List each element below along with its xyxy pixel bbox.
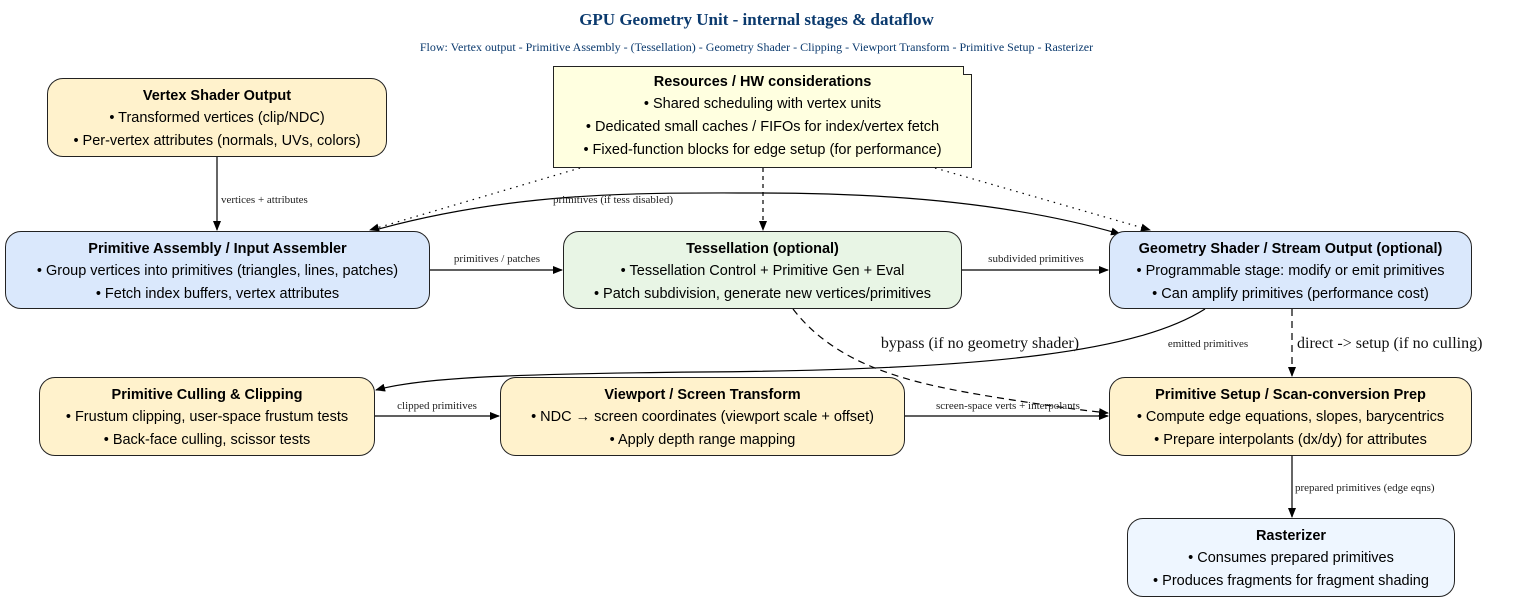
node-tessellation: Tessellation (optional) • Tessellation C… [563, 231, 962, 309]
edge-label-vertex-assembly: vertices + attributes [221, 194, 308, 206]
node-viewport-transform: Viewport / Screen Transform • NDC → scre… [500, 377, 905, 456]
edge-label-geometry-culling: emitted primitives [1168, 338, 1248, 350]
node-line: • Patch subdivision, generate new vertic… [593, 286, 932, 302]
node-title: Tessellation (optional) [686, 241, 839, 257]
edge-note-assembly [369, 167, 581, 232]
diagram-title: GPU Geometry Unit - internal stages & da… [579, 10, 934, 29]
edge-label-assembly-tess: primitives / patches [454, 253, 540, 265]
node-line: • Consumes prepared primitives [1188, 550, 1394, 566]
node-line: • Compute edge equations, slopes, baryce… [1136, 409, 1445, 425]
note-line: • Shared scheduling with vertex units [643, 96, 882, 112]
edge-label-culling-viewport: clipped primitives [397, 400, 477, 412]
node-title: Primitive Setup / Scan-conversion Prep [1155, 387, 1426, 403]
node-culling-clipping: Primitive Culling & Clipping • Frustum c… [39, 377, 375, 456]
note-title: Resources / HW considerations [653, 74, 872, 90]
node-line: • Tessellation Control + Primitive Gen +… [620, 263, 905, 279]
node-line: • Can amplify primitives (performance co… [1152, 286, 1429, 302]
edge-label-tess-geometry: subdivided primitives [988, 253, 1084, 265]
note-line: • Dedicated small caches / FIFOs for ind… [585, 119, 940, 135]
note-line: • Fixed-function blocks for edge setup (… [583, 142, 942, 158]
node-title: Vertex Shader Output [142, 88, 292, 104]
node-title: Primitive Assembly / Input Assembler [88, 241, 347, 257]
node-line: • Prepare interpolants (dx/dy) for attri… [1154, 432, 1427, 448]
node-line: • Frustum clipping, user-space frustum t… [65, 409, 349, 425]
edge-label-tess-setup: bypass (if no geometry shader) [881, 335, 1079, 352]
node-title: Viewport / Screen Transform [604, 387, 801, 403]
edge-note-geometry [934, 167, 1151, 232]
edge-label-viewport-setup: screen-space verts + interpolants [936, 400, 1080, 412]
edge-assembly-geometry [374, 192, 1121, 236]
node-line: • Fetch index buffers, vertex attributes [95, 286, 340, 302]
node-vertex-shader-output: Vertex Shader Output • Transformed verti… [47, 78, 387, 157]
node-line: • Transformed vertices (clip/NDC) [109, 110, 325, 126]
node-title: Primitive Culling & Clipping [111, 387, 303, 403]
node-line: • Group vertices into primitives (triang… [36, 263, 399, 279]
node-title: Geometry Shader / Stream Output (optiona… [1138, 241, 1443, 257]
edge-label-assembly-geometry: primitives (if tess disabled) [553, 194, 673, 206]
edge-geometry-culling [375, 308, 1206, 392]
diagram-subtitle: Flow: Vertex output - Primitive Assembly… [419, 40, 1094, 54]
node-line: • Produces fragments for fragment shadin… [1153, 573, 1429, 589]
node-line: • Programmable stage: modify or emit pri… [1136, 263, 1445, 279]
node-line: • Apply depth range mapping [609, 432, 796, 448]
node-rasterizer: Rasterizer • Consumes prepared primitive… [1127, 518, 1455, 597]
node-title: Rasterizer [1255, 528, 1327, 544]
node-geometry-shader: Geometry Shader / Stream Output (optiona… [1109, 231, 1472, 309]
node-primitive-setup: Primitive Setup / Scan-conversion Prep •… [1109, 377, 1472, 456]
edge-label-setup-rasterizer: prepared primitives (edge eqns) [1295, 482, 1435, 494]
node-line: • Back-face culling, scissor tests [103, 432, 311, 448]
node-line: • NDC → screen coordinates (viewport sca… [531, 409, 874, 425]
node-primitive-assembly: Primitive Assembly / Input Assembler • G… [5, 231, 430, 309]
node-line: • Per-vertex attributes (normals, UVs, c… [73, 133, 361, 149]
note-resources: Resources / HW considerations • Shared s… [553, 66, 972, 168]
edge-tess-setup [792, 308, 1109, 417]
edge-label-geometry-setup: direct -> setup (if no culling) [1297, 335, 1482, 352]
